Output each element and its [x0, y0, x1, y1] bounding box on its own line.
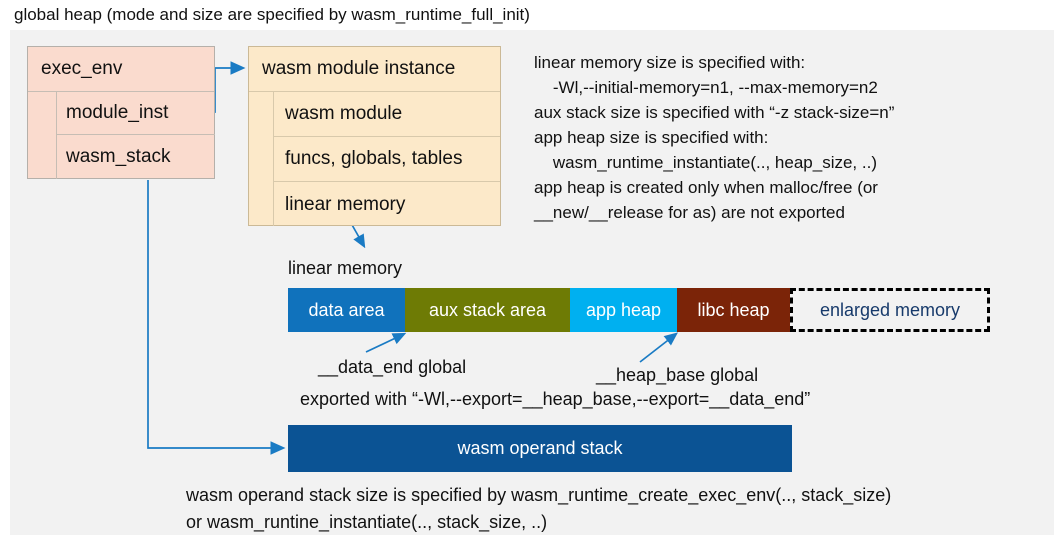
- memory-segment-app-heap: app heap: [570, 288, 677, 332]
- wasm-module-instance-header: wasm module instance: [249, 47, 500, 92]
- annotation-exported-with: exported with “-Wl,--export=__heap_base,…: [300, 389, 811, 409]
- memory-segment-aux-stack-area: aux stack area: [405, 288, 570, 332]
- row-funcs-globals-tables: funcs, globals, tables: [274, 137, 500, 182]
- memory-segment-enlarged-memory: enlarged memory: [790, 288, 990, 332]
- exec-env-gutter: [28, 92, 57, 179]
- annotation-heap-base: __heap_base global: [596, 365, 759, 385]
- wasm-module-instance-gutter: [249, 92, 274, 226]
- linear-memory-note: linear memory size is specified with: -W…: [534, 53, 895, 222]
- wasm-module-instance-box: wasm module instance wasm module funcs, …: [248, 46, 501, 226]
- operand-stack-note: wasm operand stack size is specified by …: [186, 485, 892, 532]
- exec-env-row-wasm-stack: wasm_stack: [66, 145, 171, 167]
- exec-env-box: exec_env module_inst wasm_stack: [27, 46, 215, 179]
- memory-segment-data-area: data area: [288, 288, 405, 332]
- row-wasm-module: wasm module: [274, 92, 500, 137]
- annotation-data-end: __data_end global: [318, 357, 467, 377]
- wasm-operand-stack-bar: wasm operand stack: [288, 425, 792, 472]
- row-linear-memory: linear memory: [285, 193, 406, 215]
- exec-env-row-module-inst: module_inst: [57, 92, 215, 135]
- linear-memory-bar-label: linear memory: [288, 258, 403, 278]
- exec-env-header: exec_env: [28, 47, 214, 92]
- memory-segment-libc-heap: libc heap: [677, 288, 790, 332]
- diagram-title: global heap (mode and size are specified…: [14, 5, 530, 24]
